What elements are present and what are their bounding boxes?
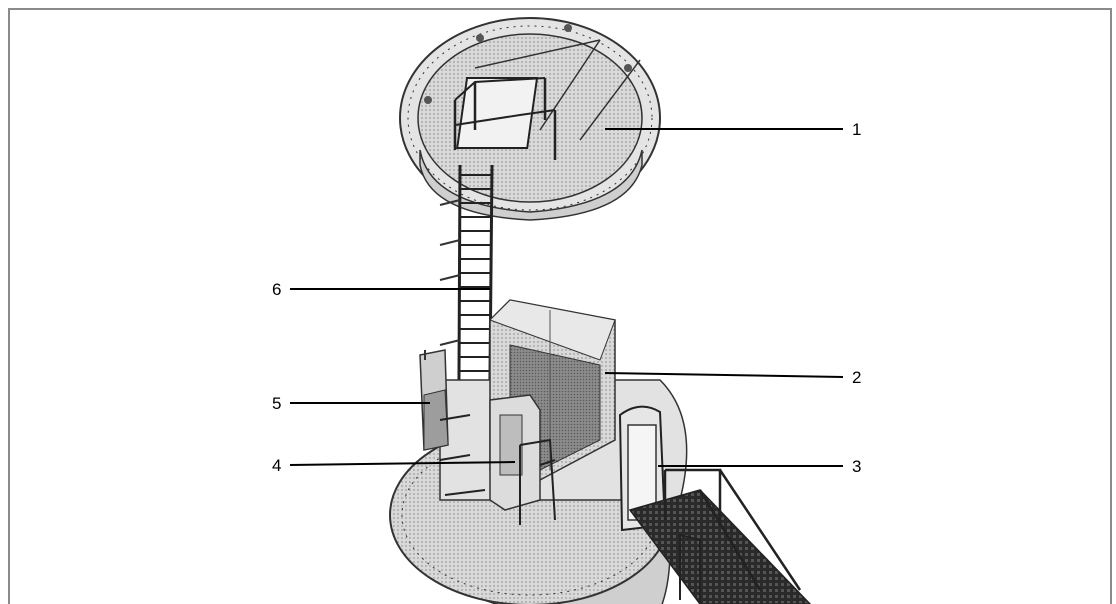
callout-2: 2: [852, 368, 862, 387]
small-cabinet: [489, 394, 541, 511]
figure-frame: [8, 8, 1112, 604]
callout-4: 4: [272, 456, 282, 475]
leader-lines: [289, 128, 844, 467]
callout-6: 6: [272, 280, 282, 299]
door-and-stairs: [618, 405, 812, 604]
upper-platform: [399, 17, 661, 221]
callout-1: 1: [852, 120, 862, 139]
callout-3: 3: [852, 457, 862, 476]
railing: [439, 414, 556, 525]
callout-5: 5: [272, 394, 282, 413]
side-unit: [419, 349, 449, 451]
leader-4: [289, 461, 516, 466]
leader-2: [604, 372, 844, 378]
